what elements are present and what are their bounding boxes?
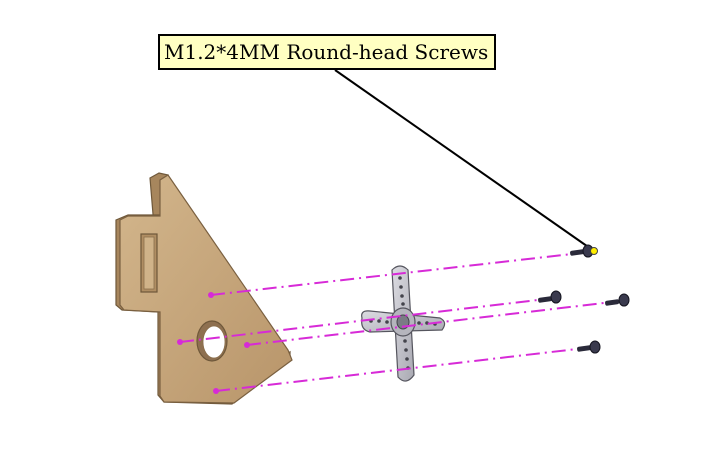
round-head-screw-3 — [605, 293, 630, 307]
leader-tip-marker — [590, 247, 598, 255]
assembly-line-4 — [215, 348, 578, 392]
round-head-screw-2 — [538, 290, 562, 304]
assembly-line-3 — [246, 302, 605, 346]
assembly-line-1 — [210, 253, 573, 296]
round-head-screw-1 — [570, 244, 594, 258]
assembly-lines — [177, 253, 605, 394]
servo-horn-cross — [361, 265, 446, 382]
screw-callout-label: M1.2*4MM Round-head Screws — [158, 34, 496, 70]
callout-leader-line — [334, 69, 595, 252]
round-head-screw-4 — [577, 340, 601, 354]
assembly-line-2 — [179, 299, 539, 343]
